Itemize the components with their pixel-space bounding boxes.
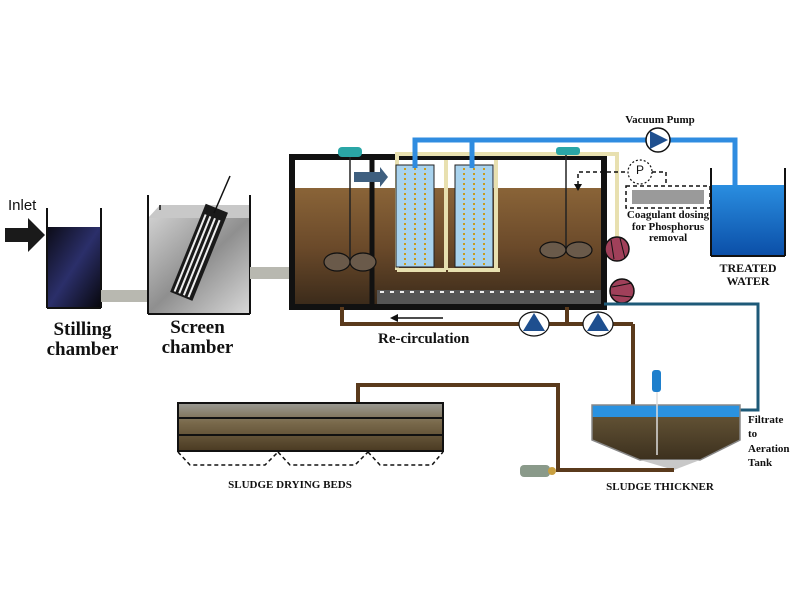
sludge-drying-beds-label: SLUDGE DRYING BEDS: [228, 479, 352, 491]
vacuum-pump-label: Vacuum Pump: [625, 114, 695, 126]
stilling-chamber-label-line2: chamber: [46, 338, 119, 360]
permeate-pipe: [412, 137, 738, 185]
inlet-arrow: [5, 218, 45, 252]
pipe-screen-to-mbr: [250, 267, 293, 279]
vacuum-pump-icon: [645, 127, 671, 153]
phosphorus-pump-label: P: [635, 163, 644, 177]
screen-chamber-label: Screen chamber: [150, 318, 245, 358]
coagulant-tank: [632, 190, 704, 204]
recirculation-label: Re-circulation: [378, 331, 470, 347]
blower-1-icon: [604, 236, 630, 262]
coagulant-label-line1: Coagulant dosing: [626, 209, 710, 221]
bar-screen: [170, 203, 228, 301]
treated-water-label-line2: WATER: [726, 273, 770, 288]
membrane-module-2: [454, 164, 494, 268]
filtrate-label-line2: to: [748, 428, 758, 441]
sludge-thickener: [591, 370, 741, 470]
screen-chamber-label-line2: chamber: [161, 336, 234, 358]
treated-water-label-line1: TREATED: [719, 261, 777, 275]
filtrate-label-line1: Filtrate: [748, 414, 784, 426]
filtrate-pipe: [604, 302, 760, 412]
sludge-pump-icon: [520, 465, 556, 477]
inlet-label: Inlet: [8, 197, 37, 214]
blower-2-icon: [609, 278, 635, 304]
screen-chamber: [147, 175, 251, 315]
anoxic-mixer: [323, 147, 377, 272]
sludge-drying-beds: [177, 402, 444, 466]
phosphorus-pump-icon: [627, 159, 653, 185]
treated-water-tank: [710, 168, 786, 257]
filtrate-label-line3: Aeration: [748, 442, 790, 455]
recirculation-arrow: [390, 314, 443, 322]
filtrate-label-line4: Tank: [748, 456, 773, 469]
sludge-pipe: [356, 383, 674, 472]
membrane-module-1: [395, 164, 435, 268]
treated-water-label: TREATED WATER: [705, 262, 791, 287]
filtrate-label: Filtrate to Aeration Tank: [748, 413, 798, 470]
stilling-chamber-label-line1: Stilling: [53, 319, 112, 340]
return-pump-1-icon: [518, 311, 550, 337]
flow-arrow: [354, 167, 388, 187]
sludge-thickener-label: SLUDGE THICKNER: [606, 481, 714, 493]
coagulant-dosing-label: Coagulant dosing for Phosphorus removal: [618, 209, 718, 245]
stilling-chamber: [46, 208, 102, 309]
return-pump-2-icon: [582, 311, 614, 337]
coagulant-label-line2: for Phosphorus: [631, 220, 705, 233]
pipe-stilling-to-screen: [101, 290, 149, 302]
coagulant-label-line3: removal: [648, 232, 688, 245]
stilling-chamber-label: Stilling chamber: [40, 320, 125, 360]
screen-chamber-label-line1: Screen: [170, 317, 225, 338]
aerobic-mixer: [539, 147, 593, 259]
